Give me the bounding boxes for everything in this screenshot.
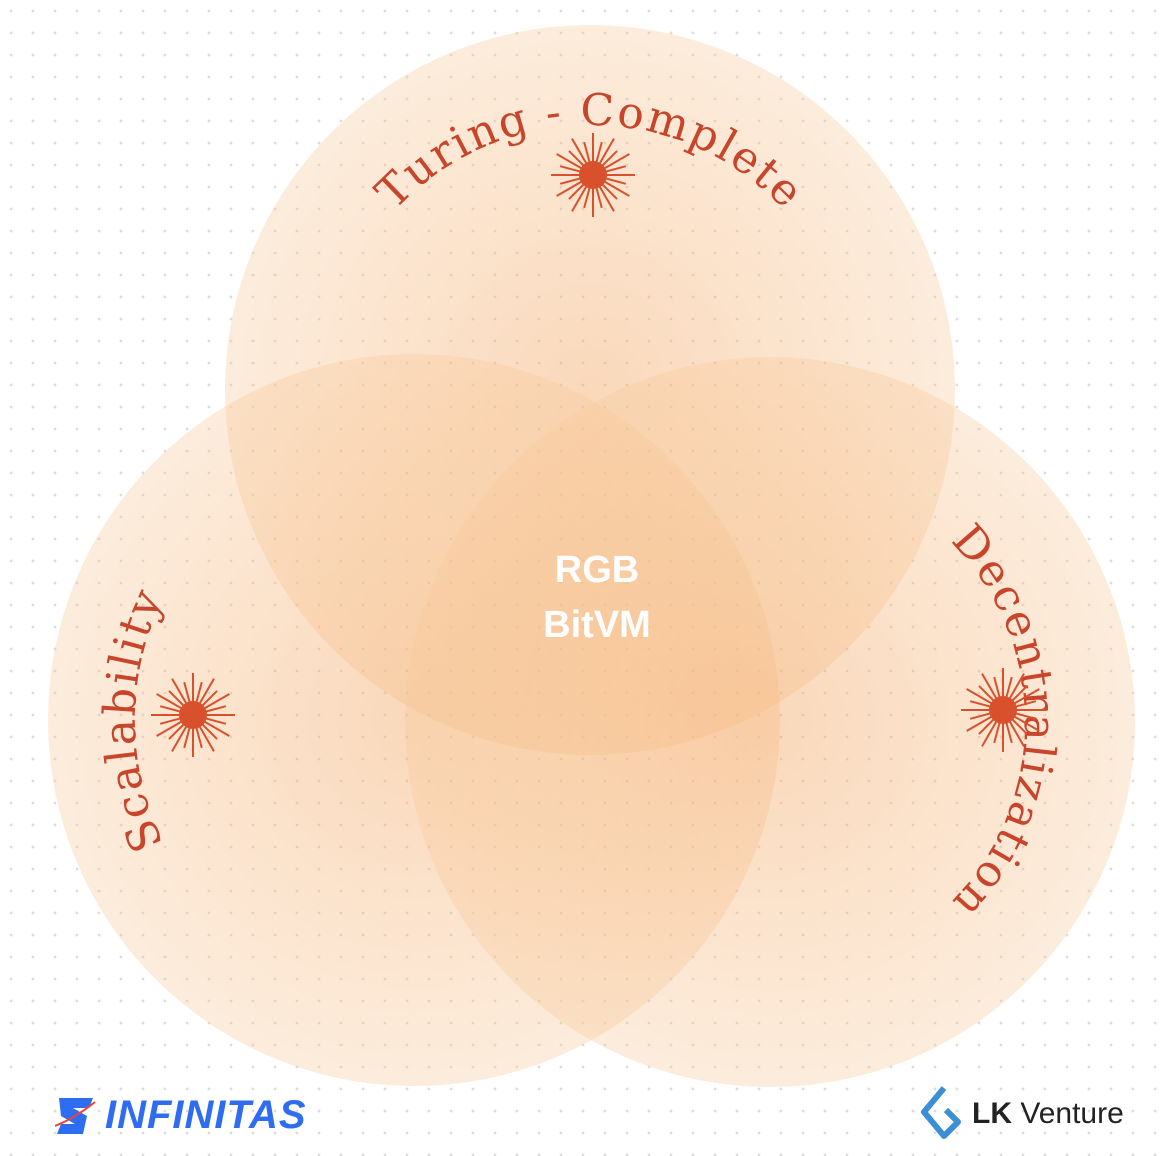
infinitas-text: INFINITAS [105, 1093, 307, 1137]
circle-decentralization [405, 357, 1135, 1087]
lk-mark-icon [921, 1086, 961, 1139]
intersection-bitvm: BitVM [543, 604, 651, 646]
infinitas-logo: INFINITAS [55, 1093, 307, 1138]
intersection-rgb: RGB [555, 549, 639, 591]
starburst-icon-turing [551, 133, 635, 217]
starburst-icon-decentralization [961, 668, 1045, 752]
starburst-icon-scalability [151, 673, 235, 757]
infinitas-mark-icon [55, 1097, 96, 1134]
lk-text: LK [972, 1097, 1012, 1130]
lk-venture-logo: LK Venture [918, 1086, 1124, 1142]
venture-text: Venture [1020, 1097, 1124, 1130]
